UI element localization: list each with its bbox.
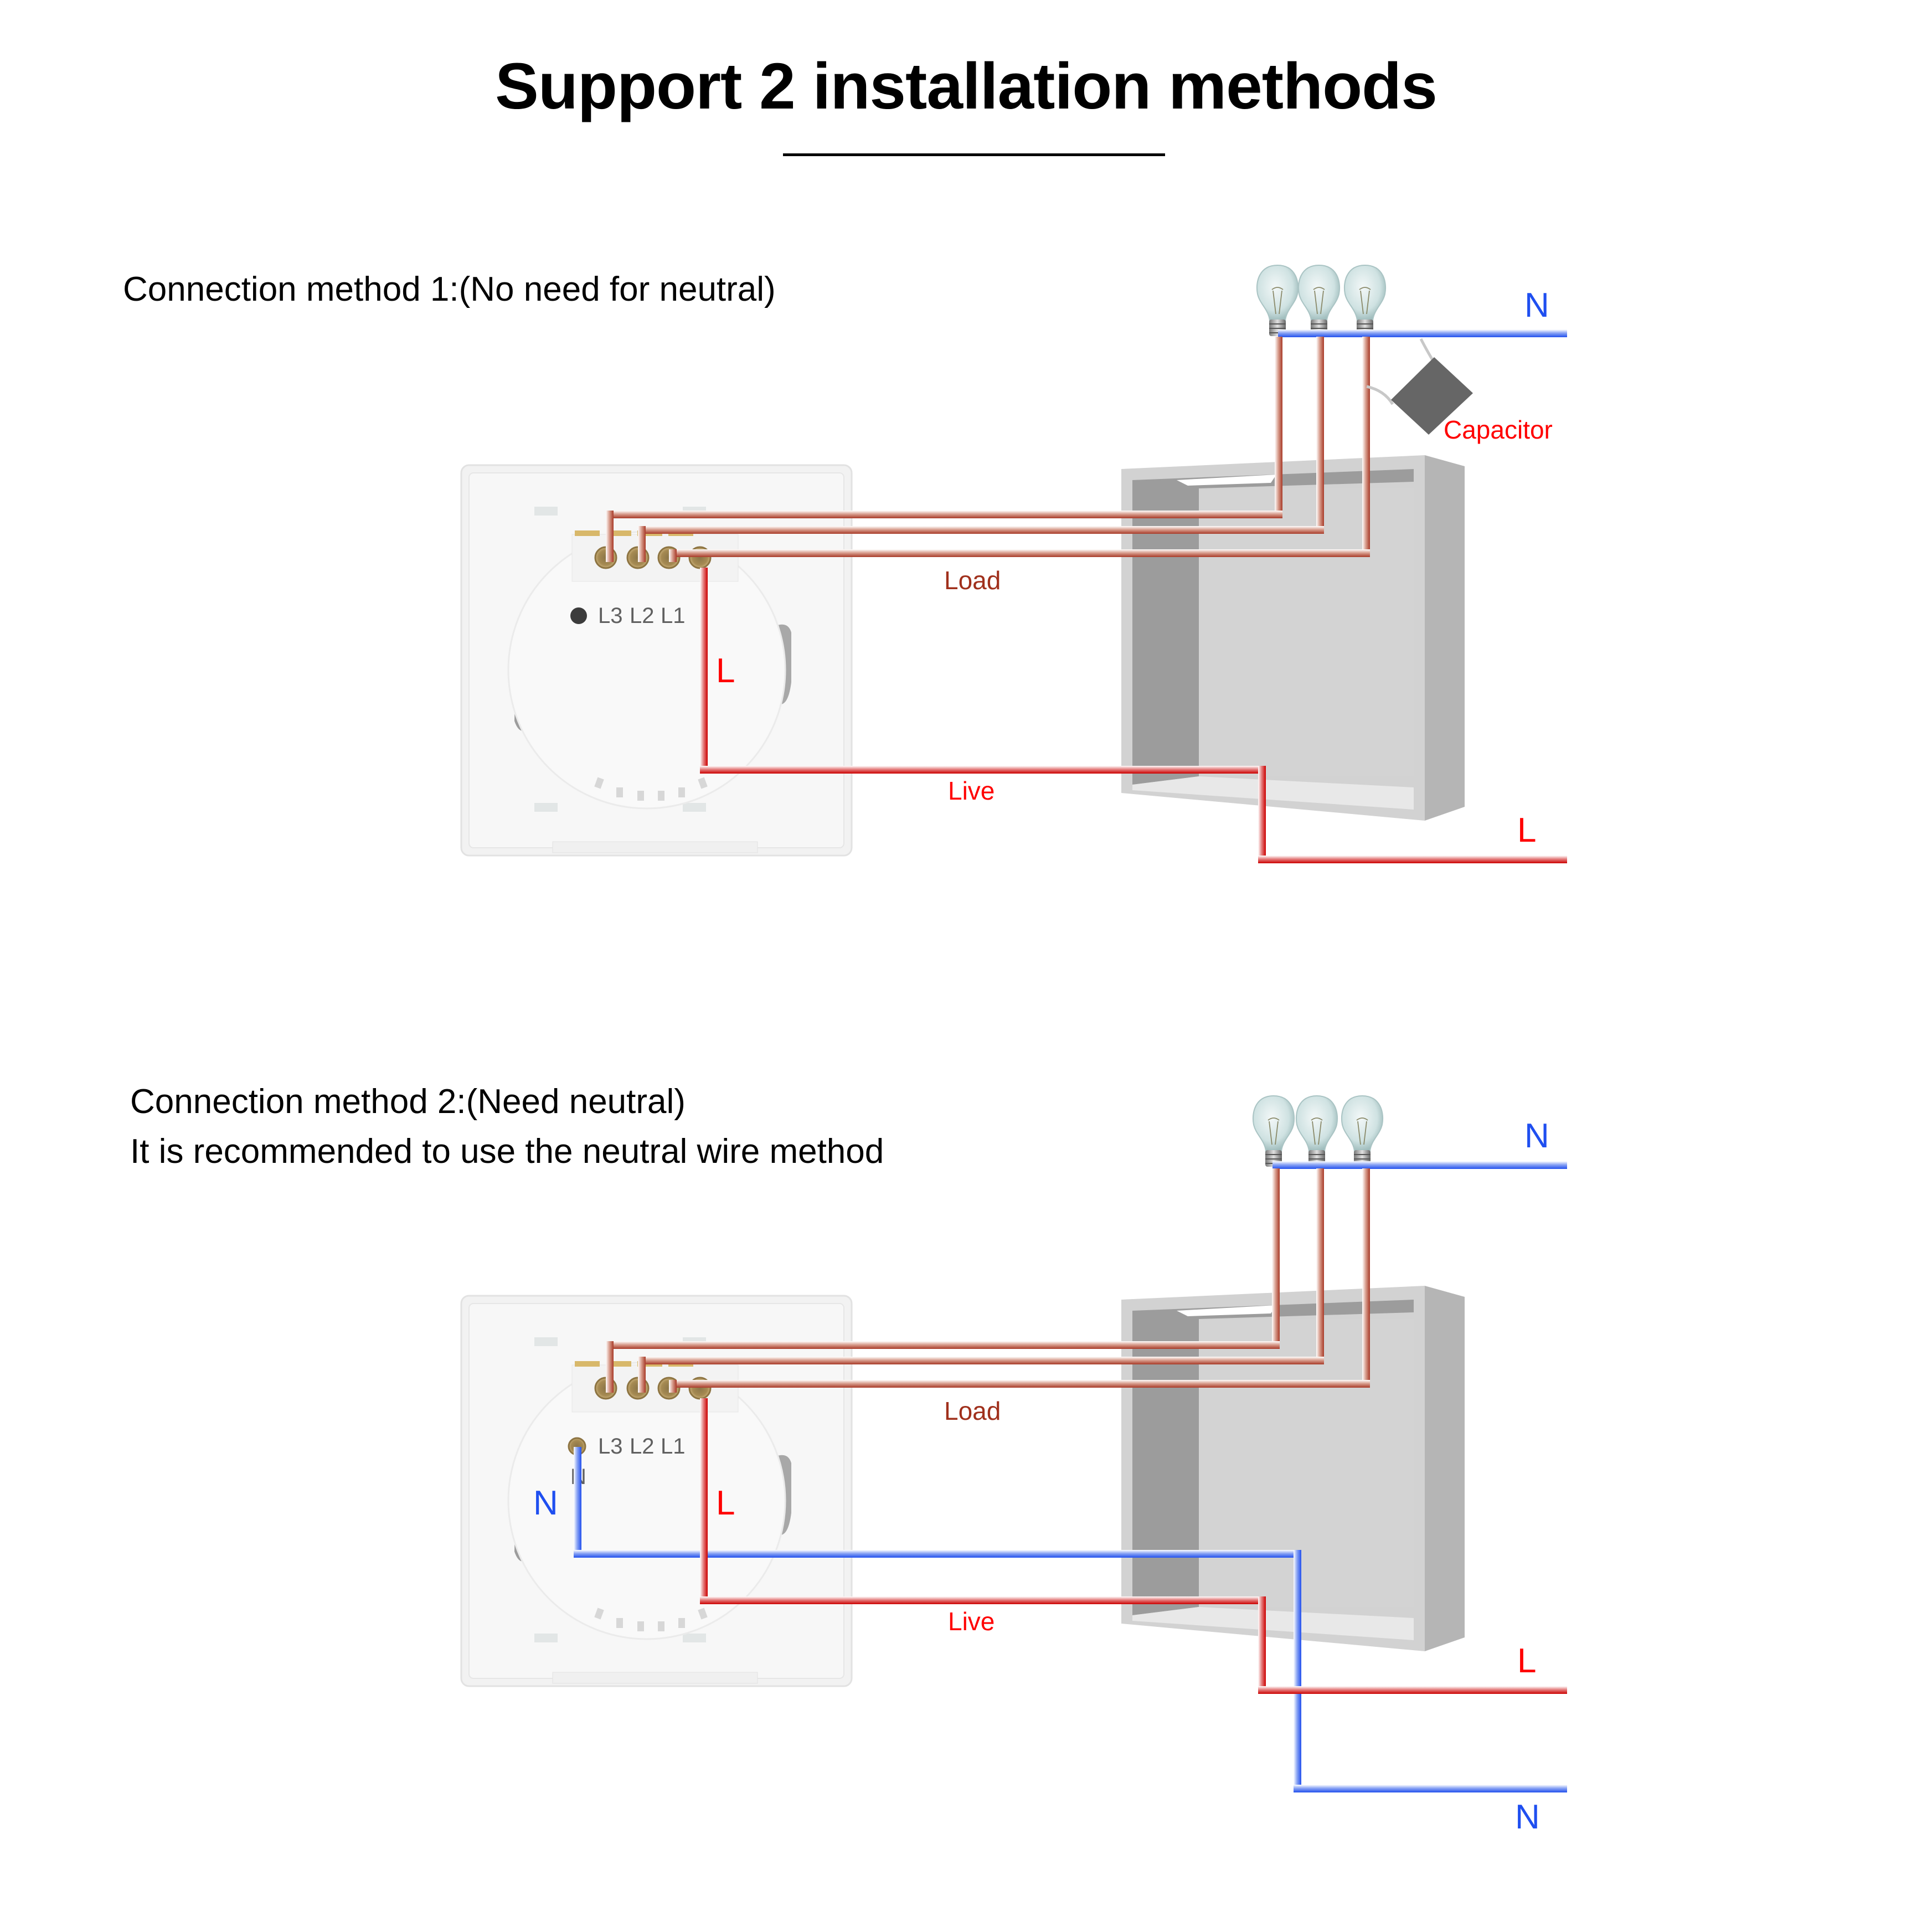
method1-live-wire bbox=[700, 568, 1567, 863]
method2-load-label: Load bbox=[944, 1397, 1001, 1425]
method2-heading-line2: It is recommended to use the neutral wir… bbox=[130, 1132, 884, 1171]
method2-switch-live-label: L bbox=[716, 1484, 735, 1522]
indicator-hole bbox=[570, 607, 587, 624]
light-bulb-icon bbox=[1256, 265, 1299, 337]
method2-load-wires bbox=[606, 1168, 1370, 1393]
neutral-wire bbox=[1272, 1161, 1567, 1169]
terminal-label-l3: L3 bbox=[598, 1434, 623, 1459]
light-bulb-icon bbox=[1297, 265, 1341, 337]
method2-supply-neutral-label: N bbox=[1515, 1798, 1540, 1836]
neutral-wire bbox=[1278, 329, 1567, 337]
method2-diagram: L3 L2 L1 N bbox=[460, 1095, 1567, 1836]
method2-heading: Connection method 2:(Need neutral) It is… bbox=[130, 1077, 884, 1177]
page-title: Support 2 installation methods bbox=[495, 50, 1438, 123]
light-bulb-icon bbox=[1343, 265, 1387, 337]
method1-load-wires bbox=[606, 337, 1370, 562]
capacitor-icon bbox=[1366, 338, 1473, 435]
terminal-label-l2: L2 bbox=[630, 604, 655, 628]
method1-diagram: L3 L2 L1 bbox=[460, 265, 1567, 863]
light-bulb-icon bbox=[1295, 1095, 1338, 1167]
method1-load-label: Load bbox=[944, 566, 1001, 595]
switch-back-plate bbox=[460, 464, 853, 857]
terminal-label-l1: L1 bbox=[661, 1434, 686, 1459]
light-bulb-icon bbox=[1252, 1095, 1295, 1167]
method1-supply-live-label: L bbox=[1517, 811, 1536, 849]
method1-heading: Connection method 1:(No need for neutral… bbox=[123, 270, 776, 308]
method2-bulbs bbox=[1252, 1095, 1384, 1167]
terminal-label-l2: L2 bbox=[630, 1434, 655, 1459]
switch-back-plate bbox=[460, 1295, 853, 1687]
method1-switch-live-label: L bbox=[716, 652, 735, 690]
method2-neutral-wire bbox=[574, 1447, 1567, 1792]
title-underline bbox=[783, 153, 1165, 156]
method1-neutral-label: N bbox=[1524, 286, 1549, 324]
capacitor-label: Capacitor bbox=[1444, 415, 1553, 444]
method1-live-label: Live bbox=[948, 776, 995, 805]
method2-switch-neutral-label: N bbox=[533, 1484, 558, 1522]
terminal-label-l3: L3 bbox=[598, 604, 623, 628]
method1-bulbs bbox=[1256, 265, 1387, 337]
method2-neutral-top-label: N bbox=[1524, 1117, 1549, 1155]
light-bulb-icon bbox=[1341, 1095, 1384, 1167]
terminal-label-l1: L1 bbox=[661, 604, 686, 628]
method2-heading-line1: Connection method 2:(Need neutral) bbox=[130, 1083, 686, 1121]
method2-terminal-labels: L3 L2 L1 N bbox=[570, 1434, 686, 1489]
method1-terminal-labels: L3 L2 L1 bbox=[598, 604, 686, 628]
method2-supply-live-label: L bbox=[1517, 1642, 1536, 1680]
method2-live-label: Live bbox=[948, 1607, 995, 1636]
method2-live-wire bbox=[700, 1398, 1567, 1694]
